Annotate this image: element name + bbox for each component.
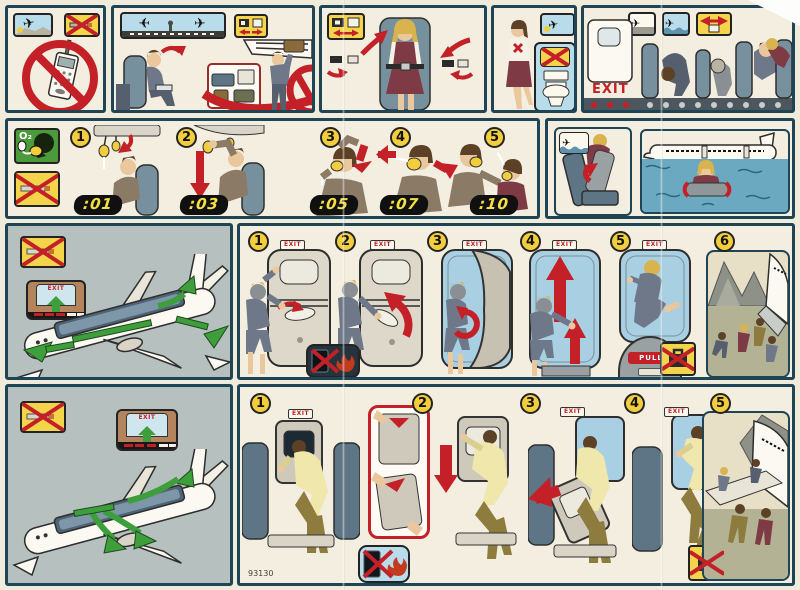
svg-text:✈: ✈: [562, 138, 570, 149]
walking-woman-illustration: [496, 18, 542, 110]
oxygen-step-number: 3: [320, 127, 341, 148]
water-evacuation-scene: [640, 129, 790, 214]
pull-label: PULL: [639, 354, 663, 362]
panel-no-phones: ✈: [5, 5, 106, 113]
oxygen-step-number: 5: [484, 127, 505, 148]
svg-text:✈: ✈: [138, 16, 150, 32]
panel-brace: ✈ ✈ EXIT: [581, 5, 795, 113]
no-phone-illustration: [16, 34, 103, 110]
o2-label: O₂: [19, 131, 32, 142]
slide-evacuation-scene: [706, 250, 790, 377]
toilet-icon: [541, 70, 571, 108]
fasten-belt-illustration: [322, 12, 484, 110]
exit-path-label: EXIT: [47, 285, 65, 293]
oxygen-step-timer: :07: [378, 195, 429, 215]
no-baggage-icon: [660, 342, 696, 376]
prohibited-icon: [20, 401, 66, 433]
svg-text:✈: ✈: [631, 17, 640, 30]
overwing-step-number: 4: [624, 393, 645, 414]
panel-ditching: ✈: [545, 118, 795, 219]
panel-oxygen-sequence: O₂ 1 :01: [5, 118, 540, 219]
oxygen-step-timer: :05: [308, 195, 359, 215]
takeoff-landing-icon: ✈ ✈: [120, 12, 226, 39]
overwing-step3-illustration: [528, 415, 628, 573]
prohibited-item-icon: [64, 13, 100, 37]
door-step3-illustration: [428, 248, 520, 377]
overwing-step-number: 1: [250, 393, 271, 414]
no-exit-if-fire-icon: [358, 545, 410, 583]
in-flight-icon-small: ✈: [540, 13, 574, 36]
door-step-number: 3: [427, 231, 448, 252]
wing-evacuation-scene: [702, 411, 790, 581]
oxygen-step-number: 2: [176, 127, 197, 148]
seatbelt-buckle-icon: [327, 13, 365, 40]
door-step-number: 4: [520, 231, 541, 252]
exit-label: EXIT: [592, 82, 629, 97]
exit-sign: EXIT: [370, 240, 396, 250]
exit-sign: EXIT: [664, 407, 690, 417]
exit-sign: EXIT: [642, 240, 668, 250]
oxygen-step-number: 1: [70, 127, 91, 148]
exit-sign: EXIT: [280, 240, 306, 250]
panel-aircraft-overwing-exits: EXIT: [5, 384, 233, 586]
no-smoking-icon: [540, 47, 570, 67]
aircraft-cutaway-door-exits: [8, 254, 230, 377]
panel-door-sequence: 1 2 3 4 5 6 EXIT EXIT EXIT EXIT EXIT: [237, 223, 795, 380]
panel-overwing-sequence: 1 2 3 4 5 EXIT EXIT EXIT: [237, 384, 795, 586]
prohibited-icon: [20, 236, 66, 268]
stow-baggage-illustration: [116, 38, 312, 110]
door-step1-illustration: [244, 248, 334, 377]
landing-on-water-icon: ✈: [662, 12, 690, 36]
brace-seatbelt-icon: [696, 12, 732, 36]
oxygen-step-timer: :03: [178, 195, 229, 215]
oxygen-step-number: 4: [390, 127, 411, 148]
oxygen-step1-illustration: [64, 125, 162, 216]
exit-sign: EXIT: [552, 240, 578, 250]
exit-path-icon: EXIT: [116, 409, 178, 451]
door-step-number: 5: [610, 231, 631, 252]
in-flight-icon: ✈: [13, 13, 53, 37]
door-step-number: 6: [714, 231, 735, 252]
exit-path-icon: EXIT: [26, 280, 86, 320]
door-step5-illustration: [606, 248, 702, 344]
door-step-number: 2: [335, 231, 356, 252]
landing-on-water-icon: ✈: [559, 132, 589, 154]
no-smoking-lavatory-inset: [534, 42, 574, 110]
door-step4-illustration: [518, 248, 608, 377]
exit-sign: EXIT: [560, 407, 586, 417]
overwing-step1-illustration: [242, 417, 360, 567]
svg-text:✈: ✈: [194, 16, 206, 32]
oxygen-step3-illustration: [300, 135, 392, 216]
no-smoking-with-oxygen-icon: [14, 171, 60, 207]
card-number: 93130: [248, 569, 274, 578]
panel-seatbelt: [319, 5, 487, 113]
overwing-step-number: 2: [412, 393, 433, 414]
door-step2-illustration: [334, 248, 426, 377]
no-exit-if-fire-icon: [306, 344, 360, 377]
overwing-step-number: 5: [710, 393, 731, 414]
svg-text:✈: ✈: [665, 17, 674, 30]
aircraft-cutaway-overwing-exits: [8, 449, 230, 583]
hatch-handle-inset: [368, 405, 430, 539]
cushion-removal-inset: ✈: [554, 127, 632, 216]
oxygen-step-timer: :01: [72, 195, 123, 215]
svg-text:✈: ✈: [22, 15, 37, 33]
panel-aircraft-door-exits: EXIT: [5, 223, 233, 380]
exit-sign: EXIT: [288, 409, 314, 419]
brace-illustration: [584, 16, 792, 110]
oxygen-mask-icon: O₂: [14, 128, 60, 164]
svg-text:✈: ✈: [547, 17, 560, 33]
fasten-seatbelt-icon: [234, 14, 268, 38]
door-step-number: 1: [248, 231, 269, 252]
overwing-step-number: 3: [520, 393, 541, 414]
exit-path-label: EXIT: [138, 414, 156, 422]
oxygen-step2-illustration: [168, 125, 268, 216]
exit-sign: EXIT: [462, 240, 488, 250]
panel-lavatory: ✈: [491, 5, 577, 113]
oxygen-step-timer: :10: [468, 195, 519, 215]
panel-stow-items: ✈ ✈: [111, 5, 315, 113]
overwing-step2-illustration: [432, 415, 528, 567]
